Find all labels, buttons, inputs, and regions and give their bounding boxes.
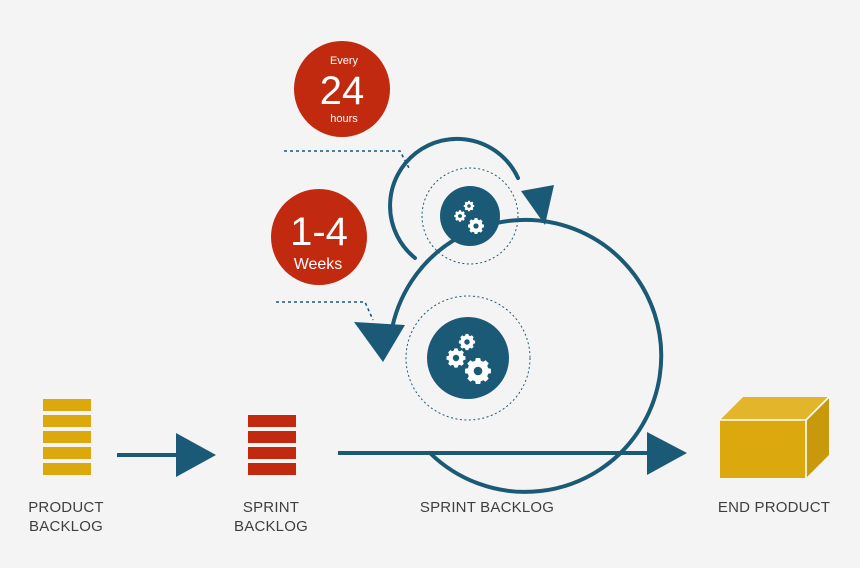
sprint-backlog-label-line1: SPRINT [243,499,299,516]
sprint-flow [338,217,664,494]
daily-badge: Every 24 hours [294,41,390,137]
sprint-cycle-arrow-head [354,322,405,362]
daily-cycle [388,136,554,265]
end-product-arrow-head [647,432,687,475]
sprint-badge-value: 1-4 [290,210,348,254]
product-backlog-label-line2: BACKLOG [29,518,103,535]
badge-connectors [276,150,411,321]
sprint-badge: 1-4 Weeks [271,189,367,285]
gear-small-icon [446,348,466,368]
sprint-backlog-stack [248,415,296,475]
end-product-box [720,396,830,478]
sprint-badge-bottom: Weeks [294,256,343,273]
product-backlog-label-line1: PRODUCT [28,499,104,516]
daily-badge-value: 24 [320,69,365,113]
sprint-backlog-label-line2: BACKLOG [234,518,308,535]
daily-badge-top: Every [330,55,359,67]
gears-icon [465,358,491,384]
daily-badge-bottom: hours [330,113,358,125]
gears-icon [468,217,484,235]
end-product-label: END PRODUCT [718,499,830,516]
gear-small-icon [454,210,466,222]
sprint-backlog-flow-label: SPRINT BACKLOG [420,499,554,516]
gear-small-icon [458,333,476,351]
arrow-to-sprint-backlog [117,433,216,477]
product-backlog-stack [43,399,91,475]
sprint-gears-node [405,295,531,421]
gear-small-icon [463,200,475,212]
